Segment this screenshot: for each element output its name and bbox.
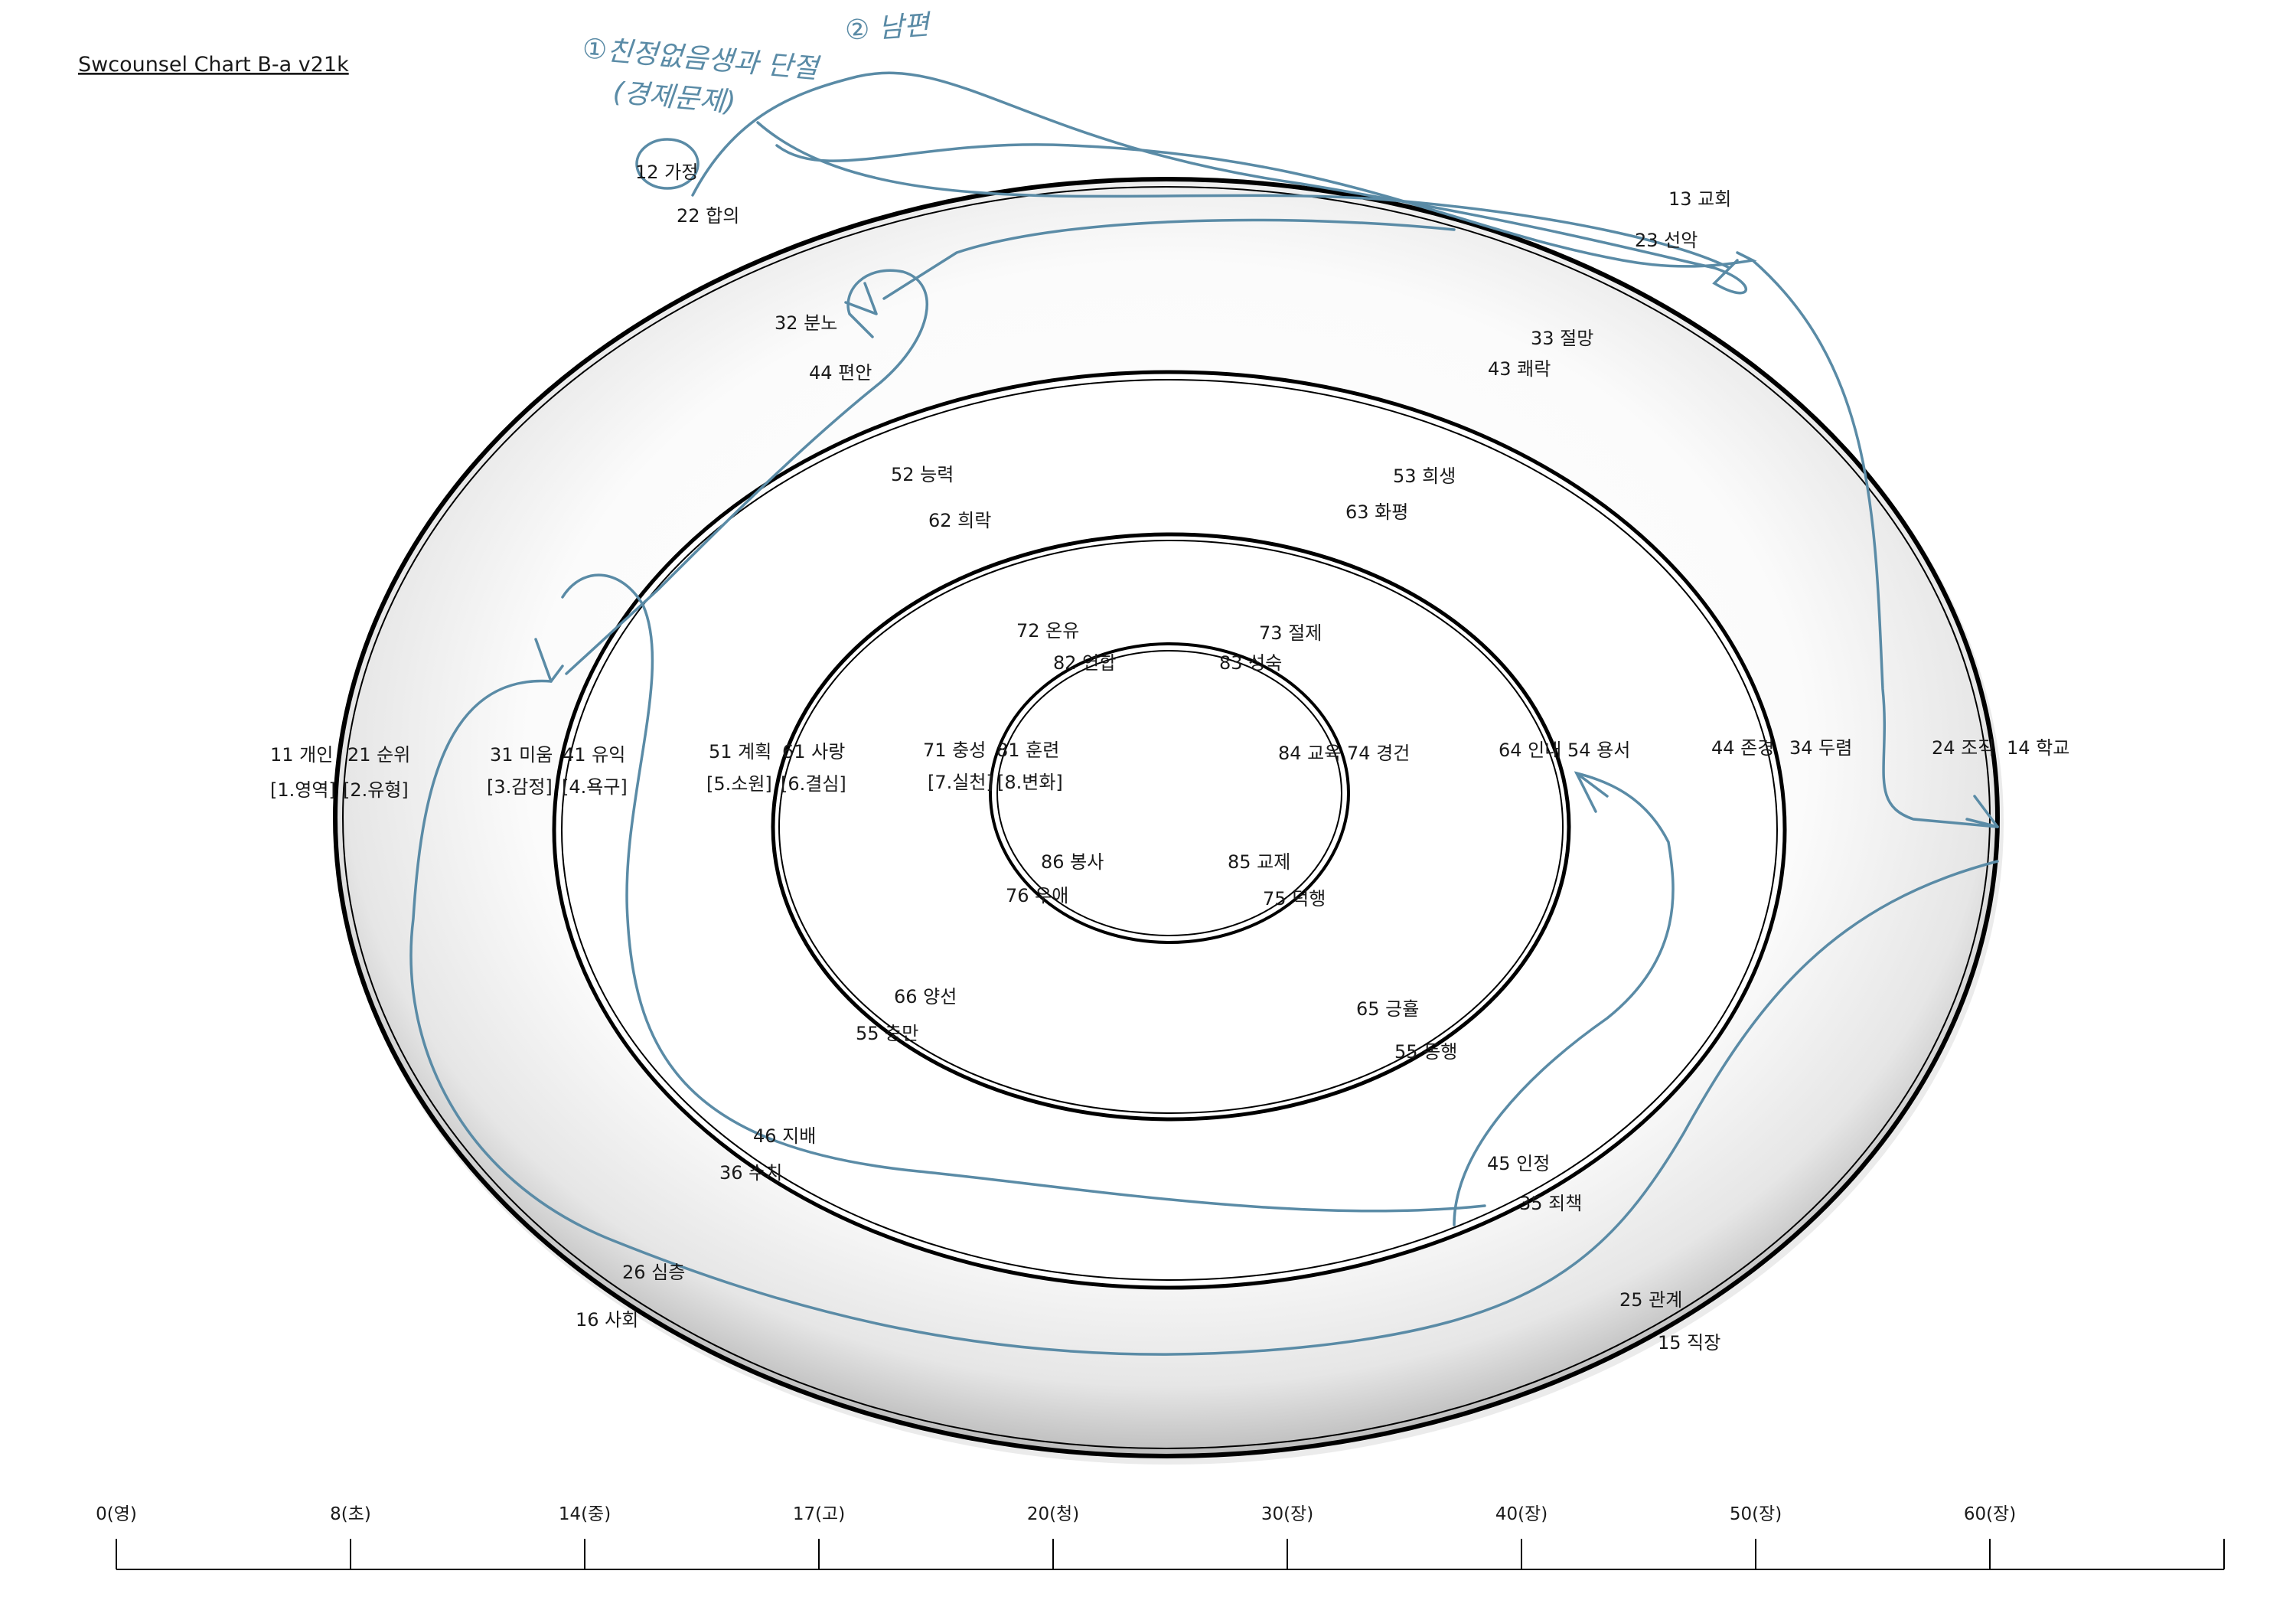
- label-35: 35 죄책: [1519, 1193, 1582, 1214]
- annotation-path: [409, 71, 1999, 1356]
- label-34: 34 두렴: [1789, 737, 1852, 759]
- label-32: 32 분노: [775, 312, 837, 334]
- label-52: 52 능력: [891, 464, 954, 485]
- label-73: 73 절제: [1259, 622, 1322, 644]
- label-33: 33 절망: [1531, 328, 1593, 349]
- timeline-tick-label: 8(초): [330, 1504, 371, 1524]
- chart-labels: 12 가정 22 합의 13 교회 23 선악 32 분노 44 편안 33 절…: [270, 162, 2069, 1354]
- label-53: 53 희생: [1393, 465, 1456, 487]
- label-3: [3.감정]: [487, 776, 553, 798]
- label-75: 75 덕행: [1263, 888, 1326, 909]
- label-2: [2.유형]: [343, 779, 409, 801]
- timeline-ticks: 0(영) 8(초) 14(중) 17(고) 20(청) 30(장) 40(장) 50(장) 60…: [96, 1504, 2016, 1569]
- label-54: 54 용서: [1567, 740, 1630, 761]
- label-46: 46 지배: [753, 1125, 816, 1147]
- timeline-tick-label: 40(장): [1495, 1504, 1548, 1524]
- label-51: 51 계획: [709, 741, 771, 763]
- timeline-tick-label: 60(장): [1964, 1504, 2016, 1524]
- label-4: [4.욕구]: [562, 776, 628, 798]
- label-63: 63 화평: [1345, 501, 1408, 523]
- label-61: 61 사랑: [782, 741, 845, 763]
- label-85: 85 교제: [1228, 851, 1290, 873]
- label-25: 25 관계: [1619, 1289, 1682, 1311]
- ring-inner: [989, 642, 1350, 944]
- label-71: 71 충성: [923, 740, 986, 761]
- label-13: 13 교회: [1668, 188, 1731, 210]
- chart-title: Swcounsel Chart B-a v21k: [78, 53, 349, 77]
- label-21: 21 순위: [347, 744, 410, 766]
- label-26: 26 심층: [622, 1262, 685, 1283]
- label-7: [7.실천]: [928, 772, 993, 793]
- label-11: 11 개인: [270, 744, 333, 766]
- label-12: 12 가정: [635, 162, 698, 183]
- label-84: 84 교육: [1278, 743, 1341, 764]
- label-14: 14 학교: [2007, 737, 2069, 759]
- label-24: 24 조직: [1932, 737, 1994, 759]
- label-72: 72 온유: [1016, 620, 1079, 642]
- label-36: 36 수치: [719, 1162, 782, 1184]
- label-74: 74 경건: [1347, 743, 1410, 764]
- label-76: 76 우애: [1006, 885, 1068, 906]
- label-44b: 44 존경: [1711, 737, 1774, 759]
- label-5: [5.소원]: [706, 773, 772, 795]
- timeline-tick-label: 20(청): [1027, 1504, 1079, 1524]
- label-41: 41 유익: [563, 744, 625, 766]
- label-23: 23 선악: [1635, 230, 1698, 251]
- label-15: 15 직장: [1658, 1332, 1720, 1354]
- label-43: 43 쾌락: [1488, 358, 1551, 380]
- handwritten-note-2: ② 남편: [844, 9, 933, 47]
- handwritten-note-1b: (경제문제): [612, 77, 737, 119]
- label-66: 66 양선: [894, 986, 957, 1007]
- label-55a: 55 충만: [856, 1023, 918, 1044]
- timeline-tick-label: 50(장): [1730, 1504, 1782, 1524]
- timeline-tick-label: 30(장): [1261, 1504, 1313, 1524]
- label-65: 65 긍휼: [1356, 998, 1419, 1020]
- label-16: 16 사회: [576, 1309, 638, 1331]
- label-8: [8.변화]: [997, 772, 1063, 793]
- timeline-tick-label: 17(고): [793, 1504, 845, 1524]
- label-86: 86 봉사: [1041, 851, 1104, 873]
- annotation-circle: [635, 138, 700, 190]
- label-44a: 44 편안: [809, 362, 872, 384]
- timeline: 0(영) 8(초) 14(중) 17(고) 20(청) 30(장) 40(장) 50(장) 60…: [96, 1504, 2225, 1570]
- label-1: [1.영역]: [270, 779, 336, 801]
- label-22: 22 합의: [677, 205, 739, 227]
- label-55b: 55 동행: [1394, 1041, 1457, 1063]
- label-64: 64 인내: [1499, 740, 1561, 761]
- label-6: [6.결심]: [781, 773, 846, 795]
- label-31: 31 미움: [490, 744, 553, 766]
- label-81: 81 훈련: [996, 740, 1059, 761]
- label-82: 82 연합: [1053, 652, 1116, 674]
- timeline-tick-label: 0(영): [96, 1504, 137, 1524]
- label-45: 45 인정: [1487, 1153, 1550, 1174]
- label-83: 83 성숙: [1219, 652, 1282, 674]
- timeline-tick-label: 14(중): [559, 1504, 611, 1524]
- label-62: 62 희락: [928, 510, 991, 531]
